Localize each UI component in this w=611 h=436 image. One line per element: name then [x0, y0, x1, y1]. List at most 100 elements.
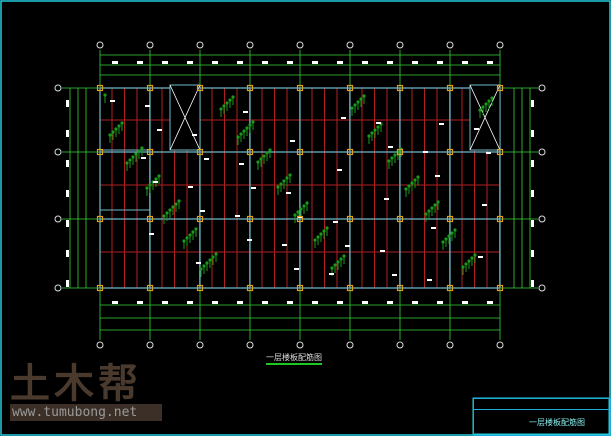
column [246, 284, 254, 292]
axis-bubble [296, 41, 304, 49]
column [396, 215, 404, 223]
watermark-url: www.tumubong.net [10, 404, 162, 421]
column [396, 284, 404, 292]
axis-bubble [446, 41, 454, 49]
column [246, 215, 254, 223]
column [196, 215, 204, 223]
rebar-label [243, 111, 248, 113]
column [96, 84, 104, 92]
axis-bubble [538, 148, 546, 156]
dimension-text [262, 301, 268, 304]
column [296, 148, 304, 156]
column [246, 148, 254, 156]
dimension-text [312, 301, 318, 304]
dimension-text [66, 220, 69, 227]
axis-bubble [538, 215, 546, 223]
axis-bubble [396, 341, 404, 349]
column [296, 284, 304, 292]
dimension-text [462, 301, 468, 304]
column [496, 84, 504, 92]
column [346, 284, 354, 292]
axis-bubble [538, 84, 546, 92]
dimension-text [112, 61, 118, 64]
rebar-label [247, 239, 252, 241]
column [146, 284, 154, 292]
rebar-label [423, 151, 428, 153]
dimension-text [337, 301, 343, 304]
rebar-label [145, 105, 150, 107]
plan-title: 一层楼板配筋图 [266, 353, 322, 365]
rebar-label [435, 175, 440, 177]
dimension-text [387, 301, 393, 304]
dimension-text [362, 61, 368, 64]
dimension-text [66, 190, 69, 197]
axis-bubble [96, 41, 104, 49]
column [296, 215, 304, 223]
axis-bubble [396, 41, 404, 49]
dimension-text [531, 220, 534, 227]
column [96, 284, 104, 292]
dimension-text [66, 250, 69, 257]
column [296, 84, 304, 92]
rebar-label [196, 262, 201, 264]
rebar-label [427, 279, 432, 281]
axis-bubble [446, 341, 454, 349]
rebar-label [141, 157, 146, 159]
axis-bubble [96, 341, 104, 349]
dimension-text [66, 160, 69, 167]
dimension-text [531, 280, 534, 287]
column [446, 148, 454, 156]
column [446, 215, 454, 223]
dimension-text [187, 301, 193, 304]
dimension-text [237, 61, 243, 64]
dimension-text [531, 250, 534, 257]
column [396, 84, 404, 92]
column [146, 215, 154, 223]
dimension-text [137, 301, 143, 304]
rebar-label [239, 163, 244, 165]
rebar-label [286, 192, 291, 194]
rebar-label [345, 245, 350, 247]
dimension-text [187, 61, 193, 64]
column [196, 84, 204, 92]
dimension-text [66, 130, 69, 137]
rebar-label [251, 187, 256, 189]
column [346, 84, 354, 92]
column [196, 284, 204, 292]
axis-bubble [496, 41, 504, 49]
axis-bubble [246, 41, 254, 49]
column [146, 84, 154, 92]
dimension-text [412, 301, 418, 304]
title-block: 一层楼板配筋图 [473, 398, 611, 436]
column [496, 148, 504, 156]
rebar-label [337, 169, 342, 171]
axis-bubble [246, 341, 254, 349]
rebar-label [290, 140, 295, 142]
axis-bubble [196, 41, 204, 49]
dimension-text [212, 61, 218, 64]
rebar-label [439, 123, 444, 125]
dimension-text [212, 301, 218, 304]
dimension-text [387, 61, 393, 64]
rebar-label [380, 250, 385, 252]
dimension-text [531, 100, 534, 107]
dimension-text [337, 61, 343, 64]
rebar-label [431, 227, 436, 229]
dimension-text [162, 301, 168, 304]
axis-bubble [196, 341, 204, 349]
column [446, 84, 454, 92]
column [446, 284, 454, 292]
rebar-label [329, 273, 334, 275]
column [396, 148, 404, 156]
rebar-label [204, 158, 209, 160]
column [346, 215, 354, 223]
axis-bubble [346, 41, 354, 49]
column [196, 148, 204, 156]
rebar-label [235, 215, 240, 217]
rebar-label [153, 181, 158, 183]
dimension-text [487, 301, 493, 304]
dimension-text [287, 61, 293, 64]
